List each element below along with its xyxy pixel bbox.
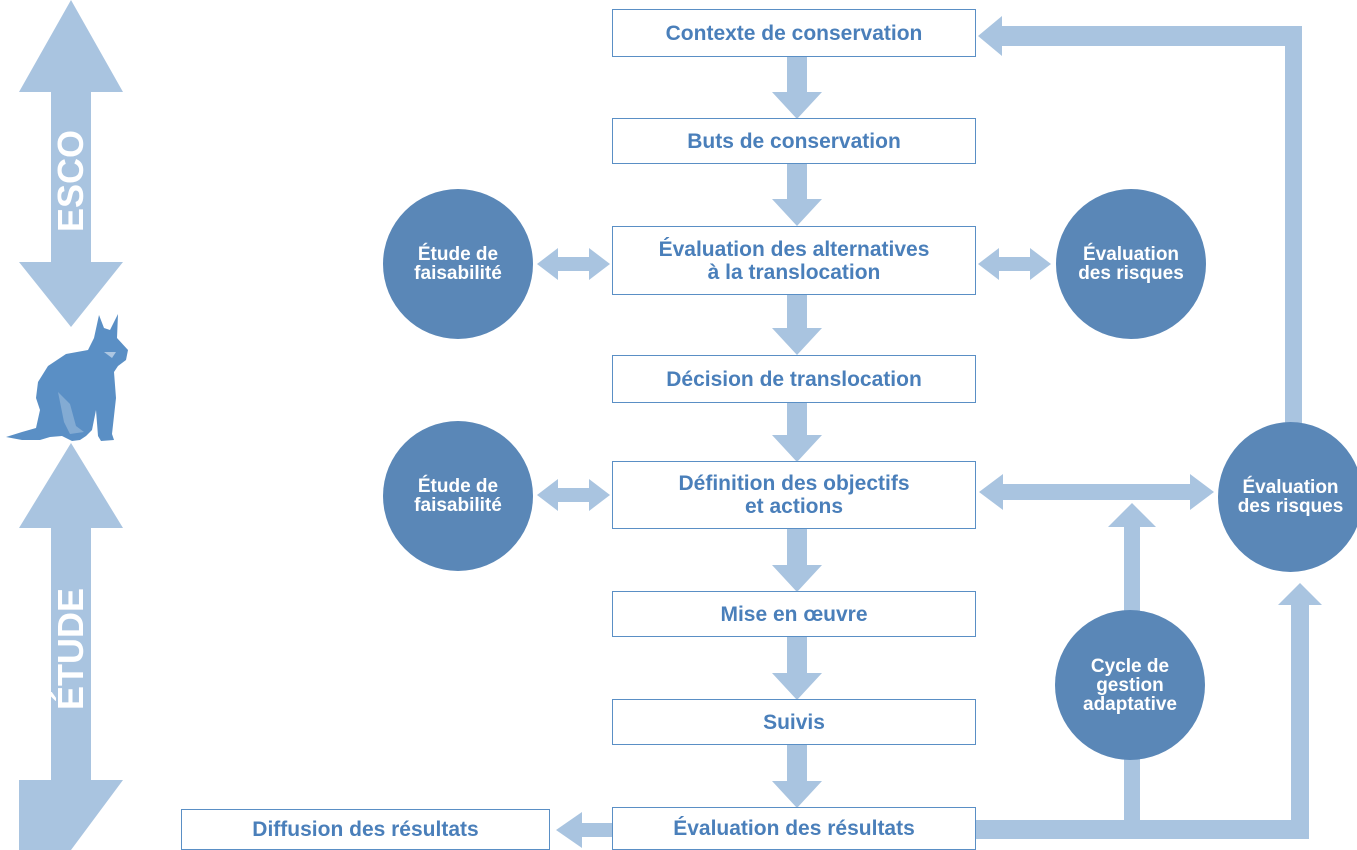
loop-bottom-bar [972, 820, 1309, 839]
lynx-icon [6, 314, 128, 441]
double-arrow-faisabilite-1 [537, 248, 610, 280]
double-arrow-risques-2 [979, 474, 1214, 510]
step-alternatives: Évaluation des alternatives à la translo… [612, 226, 976, 295]
arrow-suivis-to-evaluation [772, 745, 822, 808]
arrow-buts-to-alternatives [772, 164, 822, 226]
circle-faisabilite-2: Étude de faisabilité [383, 421, 533, 571]
step-definition: Définition des objectifs et actions [612, 461, 976, 529]
circle-cycle-gestion: Cycle de gestion adaptative [1055, 610, 1205, 760]
etude-label: ÉTUDE [50, 587, 91, 710]
step-suivis: Suivis [612, 699, 976, 745]
arrow-mise-to-suivis [772, 637, 822, 700]
arrow-decision-to-definition [772, 403, 822, 462]
circle-faisabilite-1: Étude de faisabilité [383, 189, 533, 339]
esco-label: ESCO [50, 129, 91, 232]
double-arrow-faisabilite-2 [537, 479, 610, 511]
loop-top-riser [1285, 26, 1302, 423]
step-contexte: Contexte de conservation [612, 9, 976, 57]
step-decision: Décision de translocation [612, 355, 976, 403]
double-arrow-risques-1 [978, 248, 1051, 280]
step-mise-en-oeuvre: Mise en œuvre [612, 591, 976, 637]
step-diffusion: Diffusion des résultats [181, 809, 550, 850]
arrow-definition-to-mise [772, 529, 822, 592]
esco-double-arrow [19, 0, 123, 327]
arrow-loop-to-contexte [978, 16, 1302, 56]
arrow-contexte-to-buts [772, 57, 822, 119]
circle-risques-1: Évaluation des risques [1056, 189, 1206, 339]
step-buts: Buts de conservation [612, 118, 976, 164]
arrow-alternatives-to-decision [772, 295, 822, 355]
circle-risques-2: Évaluation des risques [1218, 422, 1357, 572]
etude-double-arrow [19, 443, 123, 850]
arrow-evaluation-to-diffusion [556, 812, 614, 848]
step-evaluation-resultats: Évaluation des résultats [612, 807, 976, 850]
arrow-loop-to-risques-2 [1278, 583, 1322, 839]
